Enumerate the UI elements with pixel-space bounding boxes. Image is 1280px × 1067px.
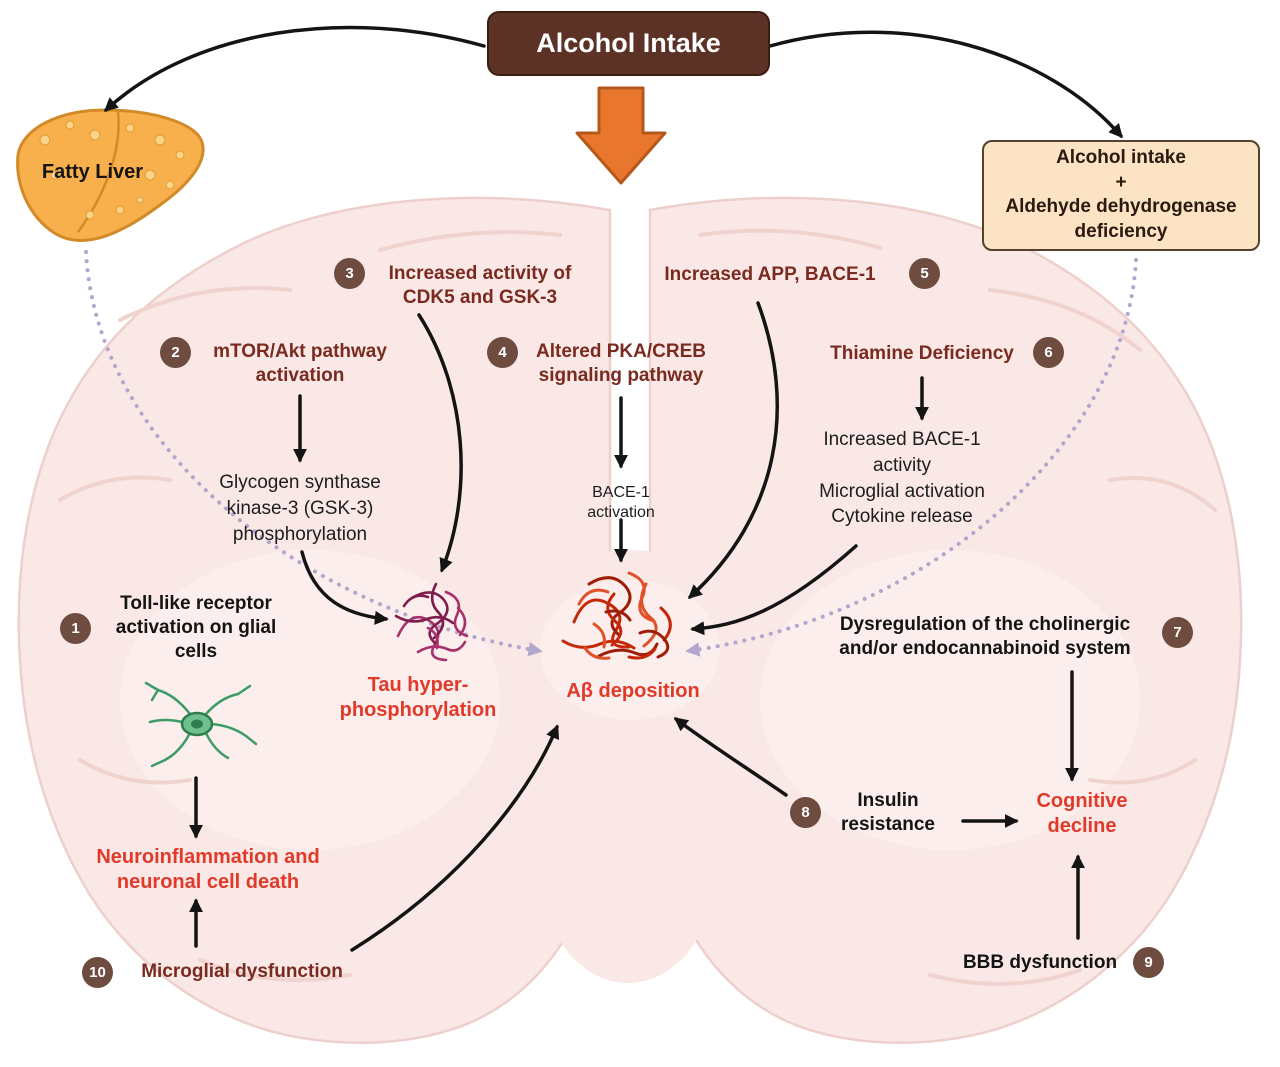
abeta-plaque-illustration [561, 571, 672, 660]
step-1-label: Toll-like receptor activation on glial c… [115, 593, 277, 662]
step-badge-2: 2 [160, 337, 191, 368]
aldh-deficiency-box: Alcohol intake + Aldehyde dehydrogenase … [982, 140, 1260, 251]
step-5-label: Increased APP, BACE-1 [664, 264, 876, 285]
step-badge-8: 8 [790, 797, 821, 828]
gsk3-phosphorylation-label: Glycogen synthase kinase-3 (GSK-3) phosp… [219, 472, 381, 545]
step-8-label: Insulin resistance [840, 790, 935, 835]
step-badge-9: 9 [1133, 947, 1164, 978]
neuroinflammation-label: Neuroinflammation and neuronal cell deat… [96, 846, 320, 894]
bace1-effects-label: Increased BACE-1 activity Microglial act… [819, 429, 985, 528]
step-badge-1: 1 [60, 613, 91, 644]
arrow-bace1effects-to-abeta [690, 544, 858, 636]
arrow-insulin-to-abeta [673, 717, 788, 797]
step-10-label: Microglial dysfunction [141, 961, 343, 982]
fatty-liver-label: Fatty Liver [41, 161, 144, 183]
dashed-systemic-routes [84, 250, 1138, 657]
cognitive-decline-label: Cognitive decline [1036, 790, 1128, 838]
orange-down-arrow [575, 86, 667, 185]
step-badge-4: 4 [487, 337, 518, 368]
fatty-liver-illustration [16, 108, 205, 242]
step-badge-10: 10 [82, 957, 113, 988]
arrow-gsk3-to-tau [300, 550, 389, 625]
abeta-deposition-label: Aβ deposition [566, 680, 700, 702]
pathway-arrows [103, 25, 1123, 952]
gyri-fold-lines [58, 228, 1217, 986]
bace1-activation-label: BACE-1 activation [587, 484, 655, 522]
step-2-label: mTOR/Akt pathway activation [213, 341, 387, 386]
step-7-label: Dysregulation of the cholinergic and/or … [839, 614, 1131, 659]
microglia-cell-illustration [144, 681, 258, 768]
dashed-liver-to-brain [84, 250, 543, 657]
step-4-label: Altered PKA/CREB signaling pathway [536, 341, 706, 386]
arrow-alcohol-to-liver [103, 25, 486, 112]
fatty-spots [39, 120, 185, 220]
step-9-label: BBB dysfunction [962, 952, 1118, 973]
alcohol-intake-label: Alcohol Intake [536, 28, 721, 58]
brain-illustration [17, 196, 1243, 1045]
arrow-alcohol-to-aldh [768, 30, 1123, 139]
arrow-cdk5-to-tau [417, 313, 463, 573]
step-badge-5: 5 [909, 258, 940, 289]
arrow-microglial-to-abeta [350, 724, 560, 952]
step-badge-3: 3 [334, 258, 365, 289]
tau-hyperphosphorylation-label: Tau hyper- phosphorylation [339, 674, 497, 722]
alcohol-intake-box: Alcohol Intake [487, 11, 770, 76]
step-badge-6: 6 [1033, 337, 1064, 368]
step-3-label: Increased activity of CDK5 and GSK-3 [388, 263, 572, 308]
step-6-label: Thiamine Deficiency [830, 343, 1014, 364]
step-badge-7: 7 [1162, 617, 1193, 648]
dashed-aldh-to-brain [685, 258, 1138, 657]
tau-tangle-illustration [394, 582, 469, 662]
arrow-app-to-abeta [687, 301, 779, 599]
